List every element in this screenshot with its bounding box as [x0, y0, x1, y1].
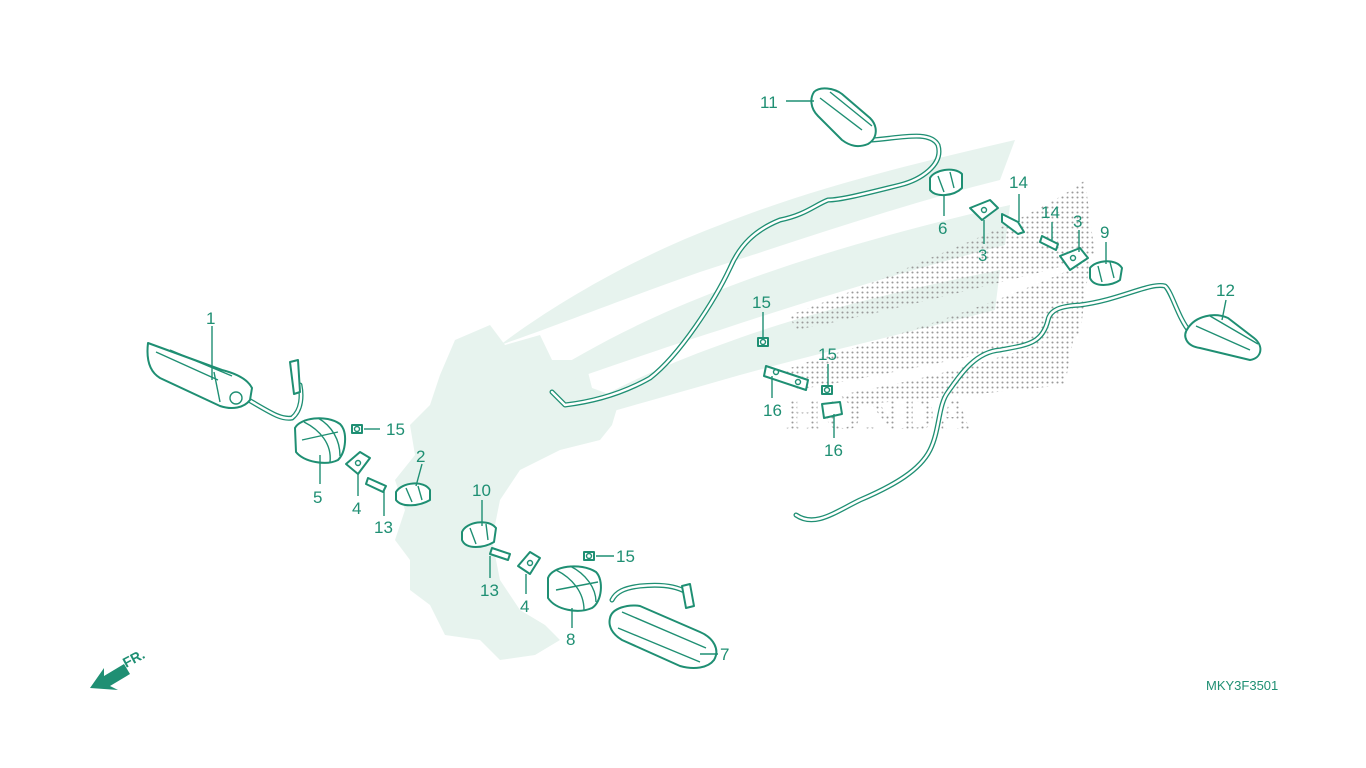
- wing-stripe-2: [510, 205, 1010, 400]
- callout-11: 11: [760, 93, 778, 112]
- callout-16-center-a: 16: [763, 401, 782, 420]
- front-arrow-icon: [90, 664, 130, 690]
- wires: [237, 133, 1193, 603]
- wire-right-rear-signal-inner: [794, 284, 1192, 521]
- callout-15-right: 15: [616, 547, 635, 566]
- bracket-stay-left: [289, 359, 301, 395]
- honda-wing-logo-watermark: HONDA: [395, 140, 1095, 660]
- part-16-bracket-center-b[interactable]: [821, 401, 843, 419]
- callout-15-left: 15: [386, 420, 405, 439]
- part-10-clamp-right[interactable]: [461, 521, 497, 548]
- part-4-plate-left[interactable]: [345, 451, 371, 475]
- callout-3-right-rear: 3: [1073, 212, 1082, 231]
- callout-9: 9: [1100, 223, 1109, 242]
- callout-13-left: 13: [374, 518, 393, 537]
- part-15-screw-center-a[interactable]: [757, 337, 769, 347]
- callout-5: 5: [313, 488, 322, 507]
- part-2-clamp-left[interactable]: [395, 482, 431, 507]
- wire-left-front-signal-inner: [238, 383, 303, 420]
- part-8-socket-right[interactable]: [547, 565, 602, 612]
- part-3-plate-left-rear[interactable]: [969, 199, 999, 221]
- callout-15-center-b: 15: [818, 345, 837, 364]
- wing-dots-upper: [790, 180, 1095, 330]
- part-14-screw-left-rear[interactable]: [1001, 213, 1025, 235]
- part-15-screw-center-b[interactable]: [821, 385, 833, 395]
- wire-right-front-signal-inner: [610, 584, 688, 602]
- part-5-socket-left[interactable]: [294, 417, 346, 464]
- part-3-plate-right-rear[interactable]: [1059, 247, 1089, 271]
- callout-4-right: 4: [520, 597, 529, 616]
- callout-1: 1: [206, 309, 215, 328]
- part-13-screw-left[interactable]: [365, 477, 387, 493]
- callout-14-left-rear: 14: [1009, 173, 1028, 192]
- part-16-bracket-center-a[interactable]: [763, 365, 809, 391]
- callout-10: 10: [472, 481, 491, 500]
- wing-dots-middle: [785, 260, 1090, 390]
- part-13-screw-right[interactable]: [489, 547, 511, 561]
- front-direction-marker: FR.: [90, 646, 147, 690]
- callout-13-right: 13: [480, 581, 499, 600]
- part-6-socket-left-rear[interactable]: [929, 168, 963, 196]
- part-14-screw-right-rear[interactable]: [1039, 235, 1059, 251]
- callout-4-left: 4: [352, 499, 361, 518]
- callout-8: 8: [566, 630, 575, 649]
- wing-dots-lower: [840, 330, 1075, 405]
- leader-lines: [211, 100, 1227, 655]
- callout-14-right-rear: 14: [1041, 203, 1060, 222]
- callout-labels: 1 2 3 3 4 4 5 6 7 8 9 10 11 12 13 13 14 …: [206, 93, 1235, 664]
- callout-2: 2: [416, 447, 425, 466]
- callout-12: 12: [1216, 281, 1235, 300]
- bracket-stay-right: [681, 583, 695, 609]
- part-15-screw-right[interactable]: [583, 551, 595, 561]
- part-7-right-front-winker[interactable]: [608, 604, 718, 669]
- callout-15-center-a: 15: [752, 293, 771, 312]
- part-11-left-rear-winker[interactable]: [810, 87, 877, 148]
- part-1-left-front-winker[interactable]: [146, 342, 253, 409]
- callout-16-center-b: 16: [824, 441, 843, 460]
- callout-3-left-rear: 3: [978, 246, 987, 265]
- wing-stripe-1: [500, 140, 1015, 345]
- callout-7: 7: [720, 645, 729, 664]
- callout-6: 6: [938, 219, 947, 238]
- part-15-screw-left[interactable]: [351, 424, 363, 434]
- drawing-code: MKY3F3501: [1206, 678, 1278, 693]
- part-4-plate-right[interactable]: [517, 551, 541, 575]
- part-12-right-rear-winker[interactable]: [1184, 314, 1262, 361]
- gear-watermark-icon: [395, 325, 620, 660]
- part-9-socket-right-rear[interactable]: [1089, 260, 1123, 286]
- wire-left-rear-signal-inner: [550, 134, 941, 407]
